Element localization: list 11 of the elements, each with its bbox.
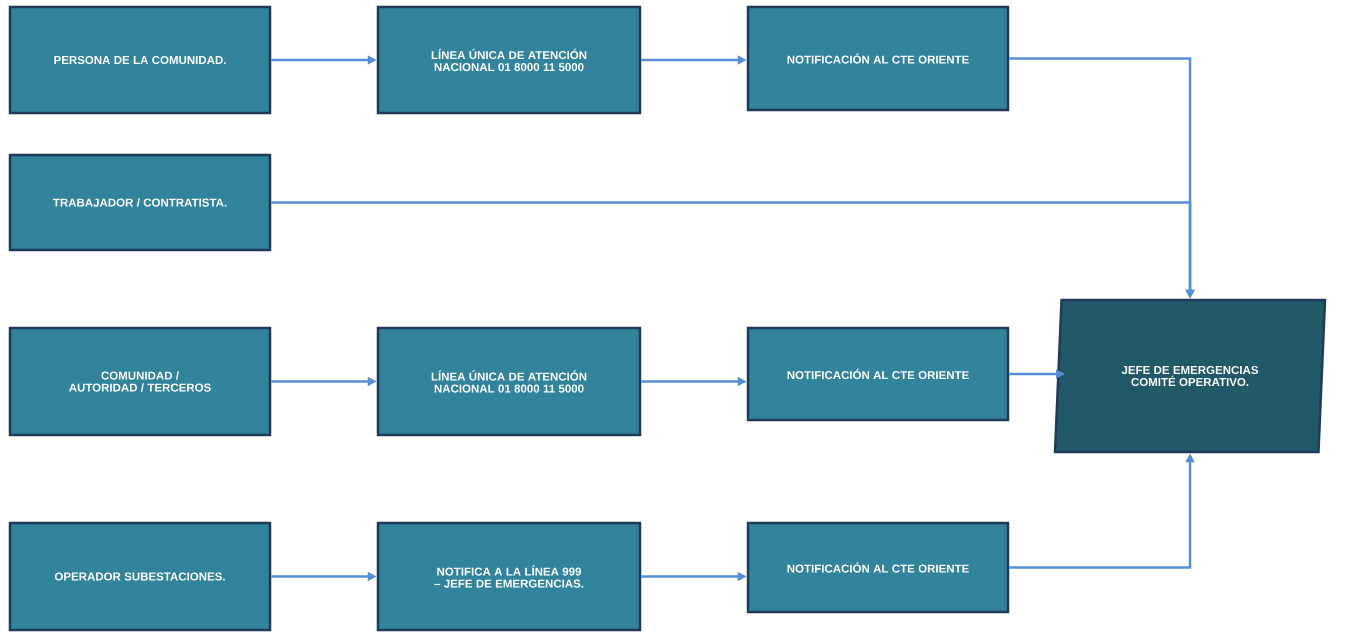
process-box: LÍNEA ÚNICA DE ATENCIÓN NACIONAL 01 8000 11 5000 bbox=[376, 5, 642, 115]
process-box: NOTIFICACIÓN AL CTE ORIENTE bbox=[746, 5, 1010, 112]
process-box: OPERADOR SUBESTACIONES. bbox=[8, 521, 272, 632]
process-box: NOTIFICACIÓN AL CTE ORIENTE bbox=[746, 521, 1010, 614]
decision-parallelogram: JEFE DE EMERGENCIAS COMITÉ OPERATIVO. bbox=[1053, 298, 1327, 454]
process-box: PERSONA DE LA COMUNIDAD. bbox=[8, 5, 272, 115]
process-box: TRABAJADOR / CONTRATISTA. bbox=[8, 153, 272, 252]
process-box: LÍNEA ÚNICA DE ATENCIÓN NACIONAL 01 8000 11 5000 bbox=[376, 326, 642, 437]
process-box: NOTIFICACIÓN AL CTE ORIENTE bbox=[746, 326, 1010, 422]
process-box: NOTIFICA A LA LÍNEA 999 – JEFE DE EMERGENCIAS. bbox=[376, 521, 642, 632]
process-box: COMUNIDAD / AUTORIDAD / TERCEROS bbox=[8, 326, 272, 437]
